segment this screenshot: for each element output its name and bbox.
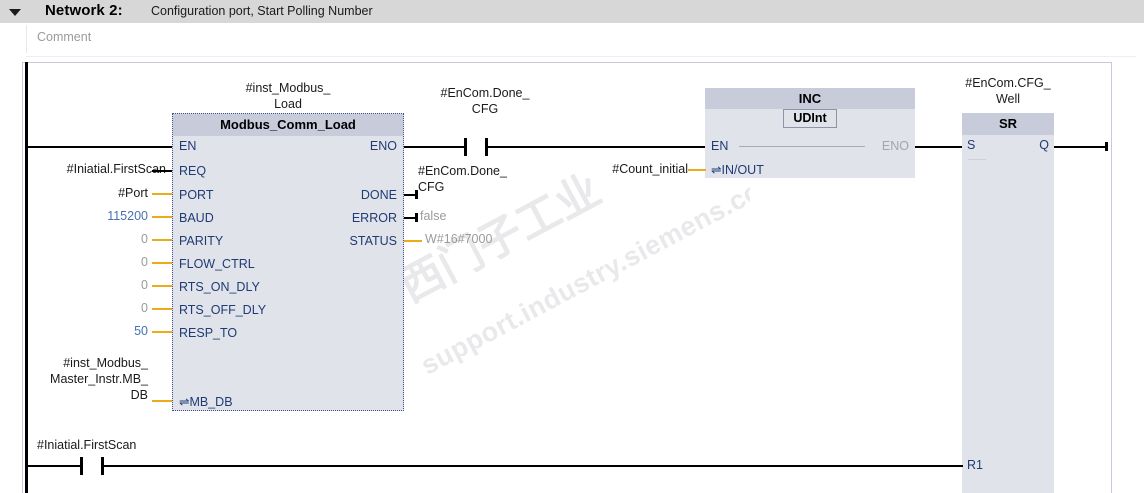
pin-done[interactable]: DONE bbox=[360, 188, 397, 202]
instance-name-sr-line2: Well bbox=[995, 92, 1021, 106]
pin-baud[interactable]: BAUD bbox=[179, 211, 214, 225]
comment-left-divider bbox=[26, 25, 27, 53]
wire-port bbox=[152, 193, 172, 195]
inout-arrows-icon: ⇌ bbox=[711, 163, 722, 177]
contact-left-leg bbox=[464, 138, 467, 156]
network-description: Configuration port, Start Polling Number bbox=[151, 4, 373, 18]
operand-baud[interactable]: 115200 bbox=[107, 209, 148, 223]
pin-sr-r1[interactable]: R1 bbox=[967, 458, 983, 472]
instance-name-modbus-line2: Load bbox=[274, 97, 302, 111]
pin-inc-en[interactable]: EN bbox=[711, 139, 729, 153]
wire-sr-q-out bbox=[1054, 146, 1108, 148]
contact-iniatial-firstscan[interactable] bbox=[80, 457, 106, 475]
wire-rts-on-dly bbox=[152, 285, 172, 287]
operand-mb-db-line2[interactable]: Master_Instr.MB_ bbox=[50, 372, 148, 386]
pin-inc-eno[interactable]: ENO bbox=[881, 139, 909, 153]
inout-arrows-icon: ⇌ bbox=[179, 395, 190, 409]
wire-flow-ctrl bbox=[152, 262, 172, 264]
pin-parity[interactable]: PARITY bbox=[179, 234, 224, 248]
instance-name-modbus-line1: #inst_Modbus_ bbox=[245, 81, 331, 95]
wire-contact-to-inc-en bbox=[487, 146, 705, 148]
wire-mb-db bbox=[152, 400, 172, 402]
pin-en[interactable]: EN bbox=[179, 139, 197, 153]
comment-bottom-divider bbox=[26, 56, 1136, 57]
wire-inc-eno-to-sr-s bbox=[915, 146, 963, 148]
pin-port[interactable]: PORT bbox=[179, 188, 214, 202]
arrow-error bbox=[415, 213, 418, 222]
arrow-sr-q bbox=[1105, 142, 1108, 151]
wire-firstscan-to-sr-r1 bbox=[103, 465, 963, 467]
wire-rail-to-modbus-en bbox=[26, 146, 174, 148]
operand-error[interactable]: false bbox=[420, 209, 447, 223]
network-title: Network 2: bbox=[45, 2, 123, 19]
contact2-right-leg bbox=[101, 457, 104, 475]
instance-name-sr: #EnCom.CFG_ Well bbox=[943, 75, 1073, 107]
wire-done bbox=[404, 194, 418, 196]
contact-label-line1: #EnCom.Done_ bbox=[440, 86, 530, 100]
operand-req[interactable]: #Iniatial.FirstScan bbox=[66, 162, 166, 176]
pin-mb-db[interactable]: ⇌MB_DB bbox=[179, 395, 233, 409]
block-subtype-inc[interactable]: UDInt bbox=[783, 109, 837, 128]
wire-parity bbox=[152, 239, 172, 241]
pin-eno[interactable]: ENO bbox=[369, 139, 397, 153]
operand-done[interactable]: #EnCom.Done_ CFG bbox=[418, 163, 568, 195]
operand-mb-db: #inst_Modbus_ Master_Instr.MB_ DB bbox=[0, 355, 148, 403]
pin-resp-to[interactable]: RESP_TO bbox=[179, 326, 238, 340]
contact2-left-leg bbox=[80, 457, 83, 475]
operand-mb-db-line1[interactable]: #inst_Modbus_ bbox=[63, 356, 148, 370]
block-title-sr: SR bbox=[962, 113, 1054, 135]
wire-inc-internal-disabled bbox=[739, 146, 865, 147]
arrow-done bbox=[415, 190, 418, 199]
operand-rts-on-dly[interactable]: 0 bbox=[141, 278, 148, 292]
contact-right-leg bbox=[485, 138, 488, 156]
pin-flow-ctrl[interactable]: FLOW_CTRL bbox=[179, 257, 255, 271]
wire-error bbox=[404, 217, 418, 219]
power-rail bbox=[25, 62, 28, 493]
pin-rts-on-dly[interactable]: RTS_ON_DLY bbox=[179, 280, 260, 294]
pin-req[interactable]: REQ bbox=[179, 164, 207, 178]
pin-sr-q[interactable]: Q bbox=[1039, 138, 1049, 152]
operand-resp-to[interactable]: 50 bbox=[134, 324, 148, 338]
wire-status bbox=[404, 240, 422, 242]
wire-baud bbox=[152, 216, 172, 218]
contact-label-line2: CFG bbox=[471, 102, 499, 116]
instance-name-modbus: #inst_Modbus_ Load bbox=[188, 80, 388, 112]
pin-inc-in-out[interactable]: ⇌IN/OUT bbox=[711, 163, 764, 177]
block-inc[interactable]: INC UDInt EN ENO ⇌IN/OUT bbox=[705, 88, 915, 178]
operand-port[interactable]: #Port bbox=[118, 186, 148, 200]
block-modbus-comm-load[interactable]: Modbus_Comm_Load EN REQ PORT BAUD PARITY… bbox=[172, 113, 404, 411]
operand-flow-ctrl[interactable]: 0 bbox=[141, 255, 148, 269]
wire-rts-off-dly bbox=[152, 308, 172, 310]
operand-inc-in-out[interactable]: #Count_initial bbox=[612, 162, 688, 176]
operand-done-line2: CFG bbox=[418, 180, 445, 194]
block-title-modbus-comm-load: Modbus_Comm_Load bbox=[173, 114, 403, 136]
wire-modbus-eno-to-contact bbox=[404, 146, 466, 148]
operand-done-line1: #EnCom.Done_ bbox=[418, 164, 507, 178]
pin-rts-off-dly[interactable]: RTS_OFF_DLY bbox=[179, 303, 267, 317]
network-header-bar: Network 2: Configuration port, Start Pol… bbox=[0, 0, 1144, 23]
instance-name-sr-line1: #EnCom.CFG_ bbox=[965, 76, 1051, 90]
comment-placeholder: Comment bbox=[37, 30, 92, 44]
contact-iniatial-firstscan-label: #Iniatial.FirstScan bbox=[37, 438, 137, 452]
wire-resp-to bbox=[152, 331, 172, 333]
operand-parity[interactable]: 0 bbox=[141, 232, 148, 246]
wire-rail-to-firstscan-contact bbox=[26, 465, 82, 467]
sr-s-operand-placeholder bbox=[968, 159, 986, 160]
block-sr[interactable]: SR S Q R1 bbox=[962, 113, 1054, 493]
block-title-inc: INC bbox=[705, 88, 915, 109]
wire-req bbox=[152, 170, 172, 172]
wire-inc-in-out bbox=[688, 169, 706, 171]
operand-rts-off-dly[interactable]: 0 bbox=[141, 301, 148, 315]
pin-status[interactable]: STATUS bbox=[349, 234, 397, 248]
operand-status[interactable]: W#16#7000 bbox=[425, 232, 493, 246]
contact-encom-done-cfg[interactable] bbox=[464, 138, 490, 156]
operand-mb-db-line3[interactable]: DB bbox=[130, 388, 148, 402]
pin-error[interactable]: ERROR bbox=[351, 211, 397, 225]
network-comment-row[interactable]: Comment bbox=[0, 23, 1144, 56]
chevron-down-icon[interactable] bbox=[6, 6, 24, 18]
pin-sr-s[interactable]: S bbox=[967, 138, 976, 152]
